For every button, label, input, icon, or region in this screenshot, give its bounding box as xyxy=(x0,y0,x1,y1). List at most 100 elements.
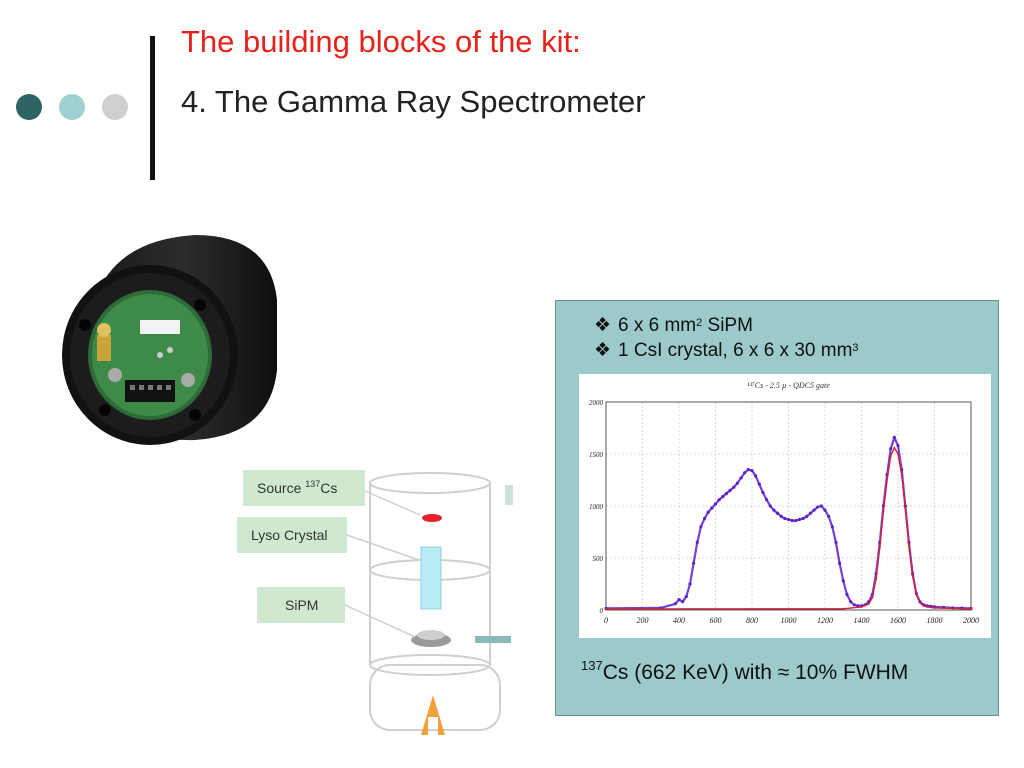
data-point xyxy=(717,498,721,502)
data-point xyxy=(841,579,845,583)
data-point xyxy=(816,505,820,509)
data-point xyxy=(812,508,816,512)
y-tick-label: 1500 xyxy=(589,451,604,459)
data-point xyxy=(706,510,710,514)
dot-1 xyxy=(16,94,42,120)
bullet-sup: 2 xyxy=(696,317,703,329)
data-point xyxy=(732,485,736,489)
data-point xyxy=(830,525,834,529)
data-point xyxy=(889,447,893,451)
data-point xyxy=(692,561,696,565)
data-point xyxy=(852,603,856,607)
x-tick-label: 1800 xyxy=(927,616,943,625)
caption-sup: 137 xyxy=(581,658,603,673)
bullet-sup: 3 xyxy=(852,342,859,354)
bullet-text: 1 CsI crystal, 6 x 6 x 30 mm xyxy=(618,340,853,361)
data-point xyxy=(772,508,776,512)
data-point xyxy=(746,468,750,472)
data-point xyxy=(875,577,878,580)
data-point xyxy=(605,607,607,610)
data-point xyxy=(673,602,677,606)
caption-text: Cs (662 KeV) with ≈ 10% FWHM xyxy=(602,661,909,684)
data-point xyxy=(886,479,889,481)
spectrum-panel: ❖ 6 x 6 mm2 SiPM ❖ 1 CsI crystal, 6 x 6 x … xyxy=(555,300,999,716)
nav-dots xyxy=(16,94,128,120)
data-point xyxy=(728,488,732,492)
data-point xyxy=(893,446,896,449)
data-point xyxy=(761,490,765,495)
bullet-tail: SiPM xyxy=(702,315,753,336)
data-point xyxy=(754,474,758,478)
y-tick-label: 2000 xyxy=(589,399,604,407)
data-point xyxy=(834,540,838,544)
x-tick-label: 2000 xyxy=(963,616,979,625)
bullet-sipm: ❖ 6 x 6 mm2 SiPM xyxy=(594,313,859,338)
spectrometer-device-image xyxy=(62,235,277,445)
x-tick-label: 400 xyxy=(673,616,685,625)
y-tick-label: 500 xyxy=(593,555,604,563)
data-point xyxy=(897,453,899,455)
data-point xyxy=(819,504,823,508)
data-point xyxy=(900,473,903,476)
data-point xyxy=(882,510,885,513)
data-point xyxy=(750,469,754,473)
data-point xyxy=(918,601,921,604)
x-tick-label: 1600 xyxy=(890,616,906,625)
detector-exploded-diagram: Source 137Cs Lyso Crystal SiPM xyxy=(237,470,513,735)
data-point xyxy=(808,511,812,515)
plot-frame xyxy=(605,401,972,611)
data-point xyxy=(757,482,761,486)
data-point xyxy=(786,517,791,522)
data-point xyxy=(860,605,863,608)
data-point xyxy=(926,605,929,608)
data-point xyxy=(695,540,699,544)
data-point xyxy=(801,516,805,521)
x-tick-label: 0 xyxy=(604,616,608,625)
data-point xyxy=(677,598,681,602)
data-point xyxy=(904,507,907,510)
data-point xyxy=(681,600,685,604)
title-divider xyxy=(150,36,155,180)
data-point xyxy=(823,508,827,512)
bullet-mark: ❖ xyxy=(594,340,612,361)
data-point xyxy=(848,600,853,604)
series-line-1 xyxy=(605,447,972,610)
data-point xyxy=(735,481,739,485)
data-point xyxy=(878,546,881,549)
data-point xyxy=(779,514,783,518)
bullet-text: 6 x 6 mm xyxy=(618,315,697,336)
y-tick-label: 0 xyxy=(600,607,604,615)
data-point xyxy=(713,502,718,506)
data-point xyxy=(699,525,703,529)
data-point xyxy=(911,574,914,577)
dot-2 xyxy=(59,94,85,120)
data-point xyxy=(739,476,743,480)
data-point xyxy=(871,596,874,599)
data-point xyxy=(922,604,925,607)
data-point xyxy=(915,593,918,596)
data-point xyxy=(842,607,845,610)
data-point xyxy=(765,498,769,502)
data-point xyxy=(797,517,802,522)
x-tick-label: 200 xyxy=(637,616,649,625)
label-sipm: SiPM xyxy=(285,597,318,613)
data-point xyxy=(794,518,798,523)
data-point xyxy=(790,518,794,523)
x-tick-label: 1400 xyxy=(854,616,870,625)
data-point xyxy=(743,471,747,475)
data-point xyxy=(768,504,772,508)
dot-3 xyxy=(102,94,128,120)
data-point xyxy=(702,516,707,521)
label-crystal: Lyso Crystal xyxy=(251,527,328,543)
label-source: Source 137Cs xyxy=(257,479,337,496)
data-point xyxy=(933,606,936,609)
data-point xyxy=(907,544,910,547)
chart-title: ¹³⁷Cs - 2.5 µ - QDC5 gate xyxy=(747,381,830,390)
bullet-crystal: ❖ 1 CsI crystal, 6 x 6 x 30 mm3 xyxy=(594,338,859,363)
bullet-mark: ❖ xyxy=(594,315,612,336)
data-point xyxy=(775,511,780,515)
data-point xyxy=(889,455,892,458)
slide-title: The building blocks of the kit: xyxy=(181,24,581,59)
data-point xyxy=(805,514,809,518)
